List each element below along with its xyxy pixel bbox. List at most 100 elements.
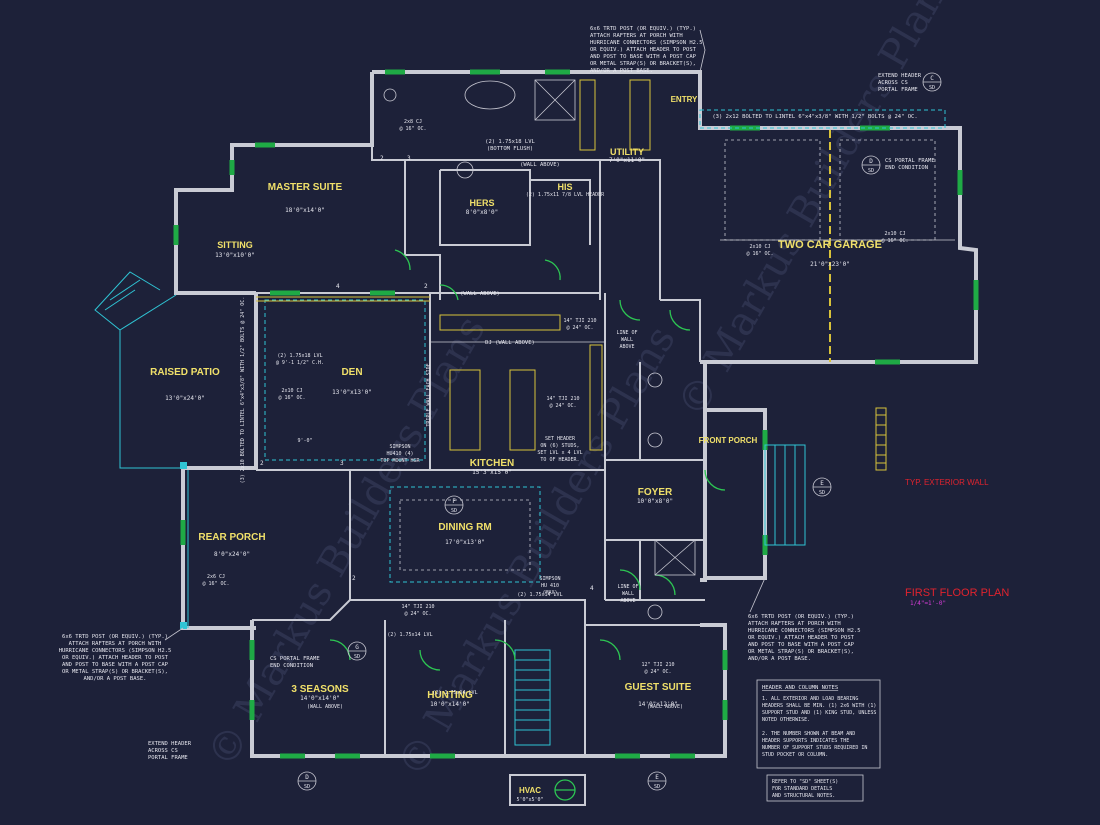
room-utility-label: UTILITY xyxy=(610,147,644,157)
room-hers-label: HERS xyxy=(469,198,494,208)
room-sitting-size: 13'0"x10'0" xyxy=(215,252,255,259)
svg-text:NOTED OTHERWISE.: NOTED OTHERWISE. xyxy=(762,717,810,723)
svg-text:OR EQUIV.) ATTACH HEADER TO PO: OR EQUIV.) ATTACH HEADER TO POST xyxy=(62,655,169,661)
svg-text:2: 2 xyxy=(380,155,384,162)
svg-text:ATTACH RAFTERS AT PORCH WITH: ATTACH RAFTERS AT PORCH WITH xyxy=(69,641,162,647)
room-entry-label: ENTRY xyxy=(671,95,698,104)
garage-oc-right: @ 16" OC. xyxy=(881,238,908,244)
svg-text:SD: SD xyxy=(451,508,457,514)
master-lvl-sub-note: (BOTTOM FLUSH) xyxy=(487,146,533,152)
room-garage-size: 21'0"x23'0" xyxy=(810,261,850,268)
svg-text:3: 3 xyxy=(407,155,411,162)
section-marker-g: G SD xyxy=(347,641,367,661)
structural-callouts: (3) 2x12 BOLTED TO LINTEL 6"x4"x3/8" WIT… xyxy=(202,114,917,710)
room-kitchen-label: KITCHEN xyxy=(470,458,514,469)
room-hunting-label: HUNTING xyxy=(427,690,473,701)
seasons-lvl-note: (2) 1.75x14 LVL xyxy=(387,632,432,638)
svg-text:SD: SD xyxy=(654,784,660,790)
den-kitchen-details xyxy=(256,296,605,461)
section-marker-d-garage: D SD xyxy=(861,155,881,175)
wall-above-note-1: (WALL ABOVE) xyxy=(520,162,560,168)
room-sitting-label: SITTING xyxy=(217,240,253,250)
svg-text:AND POST TO BASE WITH A POST C: AND POST TO BASE WITH A POST CAP xyxy=(62,662,169,668)
simpson-hu-2: HU 410 xyxy=(541,583,559,589)
room-garage-label: TWO CAR GARAGE xyxy=(778,239,882,251)
line-wall-above-1b: WALL xyxy=(621,337,633,343)
header-column-title: HEADER AND COLUMN NOTES xyxy=(762,685,838,691)
svg-text:OR EQUIV.) ATTACH HEADER TO PO: OR EQUIV.) ATTACH HEADER TO POST xyxy=(590,47,697,53)
svg-text:AND/OR A POST BASE.: AND/OR A POST BASE. xyxy=(748,656,811,662)
svg-text:OR METAL STRAP(S) OR BRACKET(S: OR METAL STRAP(S) OR BRACKET(S), xyxy=(748,649,854,655)
room-den-size: 13'0"x13'0" xyxy=(332,389,372,396)
line-wall-above-2c: ABOVE xyxy=(620,598,635,604)
room-rear-porch-size: 8'0"x24'0" xyxy=(214,551,250,558)
svg-text:SD: SD xyxy=(929,85,935,91)
svg-text:6x6 TRTD POST (OR EQUIV.) (TYP: 6x6 TRTD POST (OR EQUIV.) (TYP.) xyxy=(590,26,696,32)
svg-text:PORTAL FRAME: PORTAL FRAME xyxy=(878,87,918,93)
svg-text:F: F xyxy=(452,498,456,505)
den-oc-note: @ 16" OC. xyxy=(278,395,305,401)
svg-text:ATTACH RAFTERS AT PORCH WITH: ATTACH RAFTERS AT PORCH WITH xyxy=(590,33,683,39)
refer-notes-box: REFER TO "SD" SHEET(S) FOR STANDARD DETA… xyxy=(766,774,864,802)
simpson-hanger-3: TOP MOUNT HGR xyxy=(380,458,420,464)
set-header-1: SET HEADER xyxy=(545,436,576,442)
svg-text:HEADERS SHALL BE MIN. (1) 2x6: HEADERS SHALL BE MIN. (1) 2x6 WITH (1) xyxy=(762,703,876,709)
svg-text:1. ALL EXTERIOR AND LOAD BEARI: 1. ALL EXTERIOR AND LOAD BEARING xyxy=(762,696,858,702)
section-markers: C SD D SD E SD F SD G SD xyxy=(297,72,942,791)
svg-text:2: 2 xyxy=(352,575,356,582)
bath-oc-note: @ 16" OC. xyxy=(399,126,426,132)
room-dining-label: DINING RM xyxy=(438,522,491,533)
simpson-hu-3: (MAX) xyxy=(542,590,557,596)
upper-oc-note: @ 24" OC. xyxy=(566,325,593,331)
patio-lintel-note: (3) 2x10 BOLTED TO LINTEL 6"x4"x3/8" WIT… xyxy=(240,297,246,484)
guest-tji-note: 12" TJI 210 xyxy=(641,662,674,668)
svg-text:FOR STANDARD DETAILS: FOR STANDARD DETAILS xyxy=(772,786,832,792)
interior-walls xyxy=(252,145,705,756)
svg-text:AND/OR A POST BASE.: AND/OR A POST BASE. xyxy=(84,676,147,682)
dining-oc-note: @ 24" OC. xyxy=(404,611,431,617)
room-three-seasons-size: 14'0"x14'0" xyxy=(300,695,340,702)
room-foyer-label: FOYER xyxy=(638,487,673,498)
post-note-left: 6x6 TRTD POST (OR EQUIV.) (TYP.) ATTACH … xyxy=(59,627,184,682)
stud-counts: 2 3 4 2 2 3 2 4 xyxy=(260,155,594,592)
svg-text:REFER TO "SD" SHEET(S): REFER TO "SD" SHEET(S) xyxy=(772,779,838,785)
svg-text:AND POST TO BASE WITH A POST C: AND POST TO BASE WITH A POST CAP xyxy=(590,54,697,60)
rear-porch-outline xyxy=(180,462,189,629)
den-lvl-note: (2) 1.75x18 LVL xyxy=(277,353,322,359)
simpson-hu-1: SIMPSON xyxy=(539,576,560,582)
svg-text:E: E xyxy=(655,774,659,781)
room-master-suite-size: 18'0"x14'0" xyxy=(285,207,325,214)
svg-text:2: 2 xyxy=(260,460,264,467)
svg-text:6x6 TRTD POST (OR EQUIV.) (TYP: 6x6 TRTD POST (OR EQUIV.) (TYP.) xyxy=(748,614,854,620)
svg-text:OR EQUIV.) ATTACH HEADER TO PO: OR EQUIV.) ATTACH HEADER TO POST xyxy=(748,635,855,641)
section-marker-f-dining: F SD xyxy=(444,495,464,515)
rear-porch-cj: 2x6 CJ xyxy=(207,574,225,580)
garage-cj-right: 2x10 CJ xyxy=(884,231,905,237)
master-lvl-note: (2) 1.75x18 LVL xyxy=(485,139,535,145)
section-marker-c: C SD xyxy=(922,72,942,92)
front-steps xyxy=(764,444,806,546)
svg-text:HEADER SUPPORTS INDICATES THE: HEADER SUPPORTS INDICATES THE xyxy=(762,738,849,744)
bath-cj-note: 2x8 CJ xyxy=(404,119,422,125)
set-header-4: TO OF HEADER. xyxy=(540,457,579,463)
room-hvac-label: HVAC xyxy=(519,786,541,795)
extend-header-top-note: EXTEND HEADER ACROSS CS PORTAL FRAME xyxy=(878,73,922,93)
exterior-wall-tag-label: TYP. EXTERIOR WALL xyxy=(905,478,989,487)
set-header-2: ON (6) STUDS, xyxy=(540,443,579,449)
room-guest-suite-label: GUEST SUITE xyxy=(625,682,692,693)
triple-wall-note: TRIPLE WALL EACH SIDE xyxy=(426,363,432,426)
svg-text:ATTACH RAFTERS AT PORCH WITH: ATTACH RAFTERS AT PORCH WITH xyxy=(748,621,841,627)
line-wall-above-2b: WALL xyxy=(622,591,634,597)
svg-text:EXTEND HEADER: EXTEND HEADER xyxy=(878,73,922,79)
svg-text:3: 3 xyxy=(340,460,344,467)
dining-lvl-note: (2) 1.75x14 LVL xyxy=(517,592,562,598)
extend-header-bottom-note: EXTEND HEADER ACROSS CS PORTAL FRAME xyxy=(148,741,192,761)
svg-text:END CONDITION: END CONDITION xyxy=(270,663,313,669)
upper-tji-note: 14" TJI 210 xyxy=(563,318,596,324)
dining-tji-note: 14" TJI 210 xyxy=(401,604,434,610)
room-hunting-size: 10'0"x14'0" xyxy=(430,701,470,708)
section-marker-e-bottom: E SD xyxy=(647,771,667,791)
room-raised-patio-size: 13'0"x24'0" xyxy=(165,395,205,402)
set-header-3: SET LVL x 4 LVL xyxy=(537,450,582,456)
svg-text:2. THE NUMBER SHOWN AT BEAM AN: 2. THE NUMBER SHOWN AT BEAM AND xyxy=(762,731,855,737)
